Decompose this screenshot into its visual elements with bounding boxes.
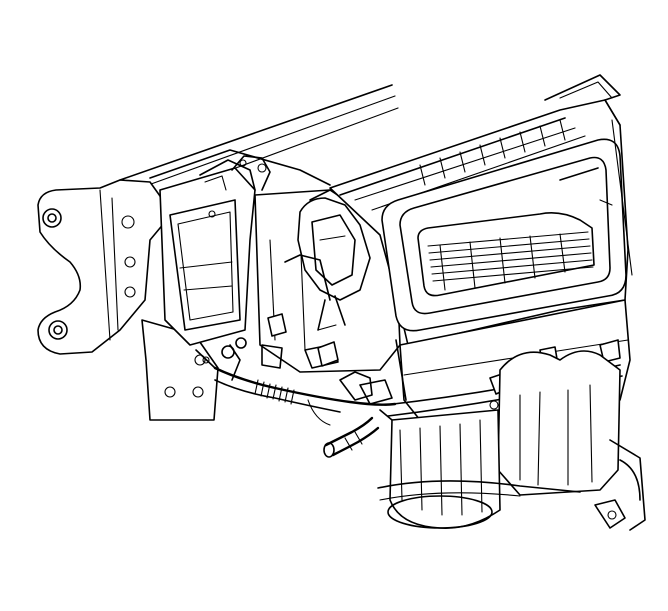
actuator-bracket (284, 197, 371, 331)
inlet-grille (427, 231, 594, 291)
lower-bracket-plate (141, 319, 219, 421)
lower-duct (497, 350, 646, 531)
top-ribs (419, 119, 566, 186)
harness-tape-wraps (254, 379, 295, 405)
connector (267, 313, 339, 367)
blower-housing (377, 409, 581, 529)
bracket-hole-bottom (48, 320, 68, 340)
mounting-bracket (37, 179, 166, 355)
bracket-hole-top (42, 208, 62, 228)
misc-details (195, 349, 393, 426)
air-inlet-assembly (329, 74, 633, 346)
drain-hose (323, 416, 380, 458)
